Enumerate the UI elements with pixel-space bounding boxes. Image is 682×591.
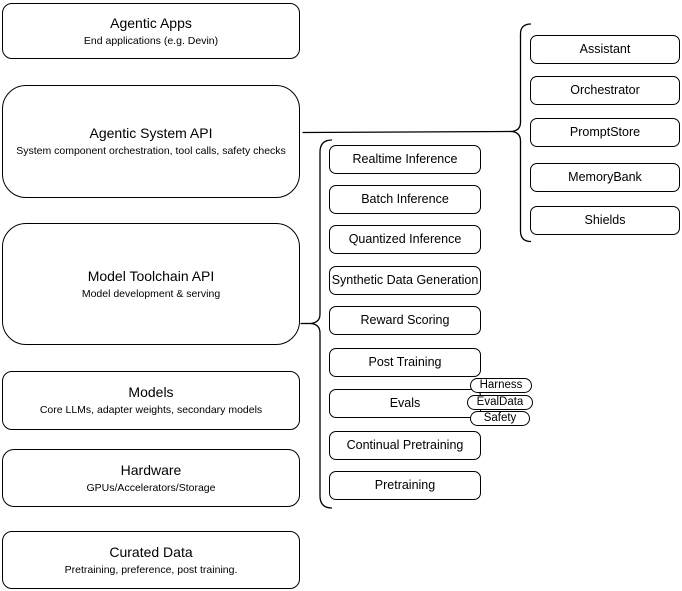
pill-label: Harness <box>479 379 523 391</box>
pill-label: Safety <box>483 412 517 424</box>
system-api-connector <box>302 130 511 134</box>
node-label: MemoryBank <box>568 169 642 184</box>
toolchain-item-continual-pretraining: Continual Pretraining <box>329 431 481 460</box>
toolchain-item-reward-scoring: Reward Scoring <box>329 306 481 335</box>
layer-model-toolchain-api: Model Toolchain API Model development & … <box>2 223 300 345</box>
toolchain-item-evals: Evals <box>329 389 481 418</box>
layer-subtitle: GPUs/Accelerators/Storage <box>86 481 216 494</box>
toolchain-item-batch-inference: Batch Inference <box>329 185 481 214</box>
node-label: Reward Scoring <box>360 312 450 327</box>
layer-title: Curated Data <box>109 543 193 560</box>
node-label: Synthetic Data Generation <box>331 272 479 287</box>
node-label: Continual Pretraining <box>346 437 464 452</box>
toolchain-item-quantized-inference: Quantized Inference <box>329 225 481 254</box>
eval-tag-harness: Harness <box>470 378 532 393</box>
layer-curated-data: Curated Data Pretraining, preference, po… <box>2 531 300 589</box>
component-promptstore: PromptStore <box>530 118 680 147</box>
node-label: Post Training <box>368 354 442 369</box>
layer-subtitle: System component orchestration, tool cal… <box>16 145 286 158</box>
node-label: Assistant <box>579 41 631 56</box>
layer-models: Models Core LLMs, adapter weights, secon… <box>2 371 300 430</box>
component-assistant: Assistant <box>530 35 680 64</box>
node-label: Orchestrator <box>570 82 640 97</box>
layer-subtitle: End applications (e.g. Devin) <box>83 34 219 47</box>
toolchain-item-pretraining: Pretraining <box>329 471 481 500</box>
eval-tag-safety: Safety <box>470 411 530 426</box>
layer-subtitle: Pretraining, preference, post training. <box>64 563 238 576</box>
node-label: Batch Inference <box>361 191 449 206</box>
layer-title: Models <box>128 384 174 401</box>
layer-subtitle: Core LLMs, adapter weights, secondary mo… <box>39 404 263 417</box>
node-label: Evals <box>389 395 421 410</box>
layer-title: Agentic Apps <box>110 14 192 31</box>
pill-label: EvalData <box>476 396 524 408</box>
layer-agentic-system-api: Agentic System API System component orch… <box>2 85 300 198</box>
toolchain-item-post-training: Post Training <box>329 348 481 377</box>
node-label: Realtime Inference <box>352 151 458 166</box>
layer-title: Model Toolchain API <box>87 267 215 284</box>
layer-hardware: Hardware GPUs/Accelerators/Storage <box>2 449 300 507</box>
layer-agentic-apps: Agentic Apps End applications (e.g. Devi… <box>2 3 300 59</box>
eval-tag-evaldata: EvalData <box>467 395 533 410</box>
component-orchestrator: Orchestrator <box>530 76 680 105</box>
toolchain-item-realtime-inference: Realtime Inference <box>329 145 481 174</box>
layer-subtitle: Model development & serving <box>81 287 221 300</box>
component-memorybank: MemoryBank <box>530 163 680 192</box>
node-label: Quantized Inference <box>348 231 462 246</box>
node-label: Pretraining <box>374 477 436 492</box>
toolchain-item-synthetic-data-generation: Synthetic Data Generation <box>329 266 481 295</box>
layer-title: Agentic System API <box>89 125 213 142</box>
component-shields: Shields <box>530 206 680 235</box>
node-label: PromptStore <box>569 124 641 139</box>
node-label: Shields <box>584 212 626 227</box>
layer-title: Hardware <box>120 461 182 478</box>
system-components-bracket <box>509 23 532 243</box>
